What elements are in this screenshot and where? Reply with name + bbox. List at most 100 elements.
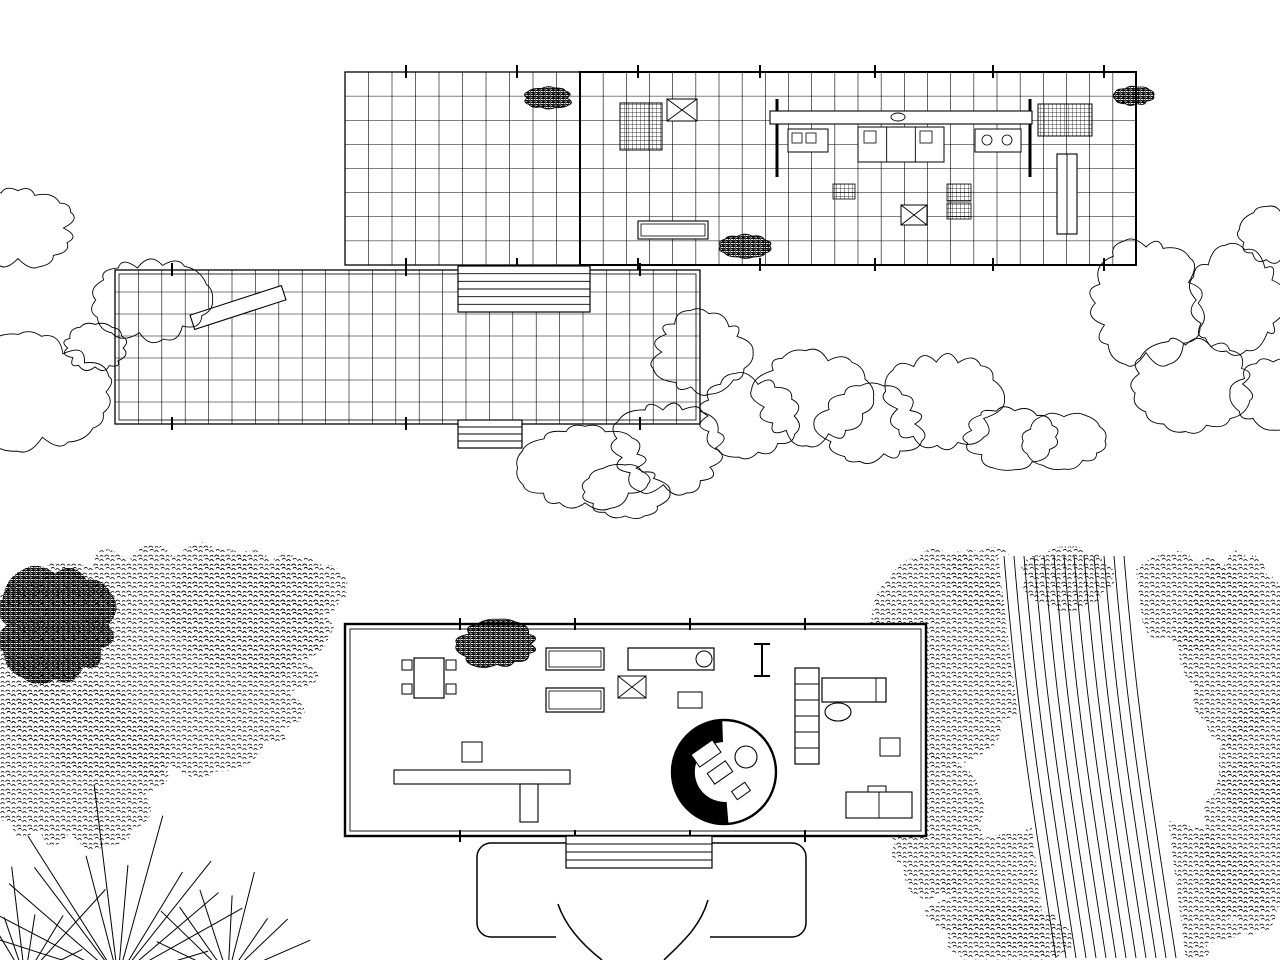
pine-needles (263, 939, 311, 960)
shrub-outline (0, 187, 75, 269)
shrub-outline (813, 382, 926, 464)
pine-needles (128, 871, 183, 960)
kitchen-counter (393, 769, 571, 785)
terrace-bench-rot (189, 284, 287, 331)
driveway-line (1043, 555, 1097, 959)
pine-needles (11, 866, 24, 960)
walkway-mask (556, 902, 710, 942)
counter-return (519, 783, 539, 823)
driveway (998, 555, 1186, 960)
sofa-inner (548, 690, 602, 710)
core-shell (672, 720, 729, 824)
pine-needles (119, 864, 129, 960)
sink-basin (791, 132, 803, 144)
pine-needles (35, 915, 64, 960)
driveway-line (1103, 555, 1157, 959)
diag-line (666, 98, 698, 122)
pine-needles (138, 892, 219, 960)
walkway-edge (557, 903, 603, 960)
burner (981, 134, 993, 146)
shrub-outline (650, 308, 754, 396)
bench-seat (637, 220, 709, 240)
tree-canopy (260, 557, 348, 620)
shrub-outline (581, 463, 671, 520)
pine-needles (131, 860, 212, 960)
sink-oval (890, 112, 906, 122)
bench-seat-inner (640, 223, 706, 237)
driveway-line (1123, 555, 1177, 959)
driveway-line (1003, 555, 1057, 959)
pine-needles (27, 835, 108, 960)
hatched-cabinet-right (1037, 103, 1093, 137)
shrub-outline (1130, 337, 1254, 434)
chest-notch (867, 785, 887, 793)
dining-table (413, 657, 445, 699)
upper-site-plan (114, 65, 1155, 449)
dining-chair (445, 683, 457, 695)
terrace-grid (114, 269, 701, 425)
pine-needles (156, 941, 197, 960)
shrub-outline (882, 353, 1005, 451)
shrub-outline (516, 424, 651, 511)
shrub-outline (699, 372, 800, 460)
burner (1001, 134, 1013, 146)
sofa (545, 687, 605, 713)
pine-needles (122, 815, 164, 960)
stove-top (863, 130, 877, 144)
terrace-bench (189, 284, 287, 331)
tree-over-drive (1021, 546, 1115, 612)
driveway-line (1063, 555, 1117, 959)
pine-needles (199, 889, 224, 960)
pine-needles (231, 871, 255, 960)
tree-canopy (1129, 551, 1259, 651)
shower-tray-rot (730, 781, 752, 801)
potted-plant (524, 86, 572, 110)
walkway-edge (663, 899, 709, 960)
tree-over-drive (947, 903, 1073, 960)
sofa (545, 647, 605, 671)
pine-needles (238, 918, 269, 960)
pine-needles (59, 948, 83, 960)
tree-canopy-dark (0, 565, 117, 685)
ground-floor-plan (343, 618, 928, 960)
pine-needles (33, 866, 106, 960)
daybed (627, 647, 715, 671)
desk (821, 677, 887, 703)
wash-basin (734, 745, 758, 769)
pine-needles (160, 910, 213, 960)
floor-cabinet (461, 741, 483, 763)
toilet-rot (690, 739, 722, 768)
pine-needles (0, 915, 85, 960)
hatched-stool (946, 202, 972, 220)
pine-needles (93, 784, 117, 960)
driveway-line (1013, 555, 1067, 959)
grid-border (579, 71, 1137, 266)
bidet (706, 760, 734, 785)
indoor-plant (455, 618, 537, 668)
hatched-stool (832, 183, 856, 200)
shrub-outline (750, 348, 875, 448)
tree-canopy (1218, 699, 1280, 821)
shrub-outline (0, 331, 113, 453)
pine-needles (228, 895, 233, 960)
hatched-stool (946, 183, 972, 202)
pine-needles (3, 917, 20, 960)
shrub-outline (63, 322, 128, 372)
potted-plant (1112, 85, 1155, 106)
interior-wall-line (349, 628, 922, 832)
pine-needles (244, 918, 289, 960)
hatched-cabinet (619, 102, 663, 151)
sink-basin (805, 132, 817, 144)
shrub-outlines (0, 187, 1280, 520)
dining-chair (401, 683, 413, 695)
driveway-line (1113, 555, 1167, 959)
dining-chair (445, 659, 457, 671)
driveway-line (1093, 555, 1147, 959)
toilet (690, 739, 722, 768)
driveway-line (1083, 555, 1137, 959)
shower-tray (730, 781, 752, 801)
grid-border-inner (118, 273, 697, 421)
dining-chair (401, 659, 413, 671)
potted-plant (718, 233, 772, 259)
bolster-pillow (695, 650, 713, 668)
